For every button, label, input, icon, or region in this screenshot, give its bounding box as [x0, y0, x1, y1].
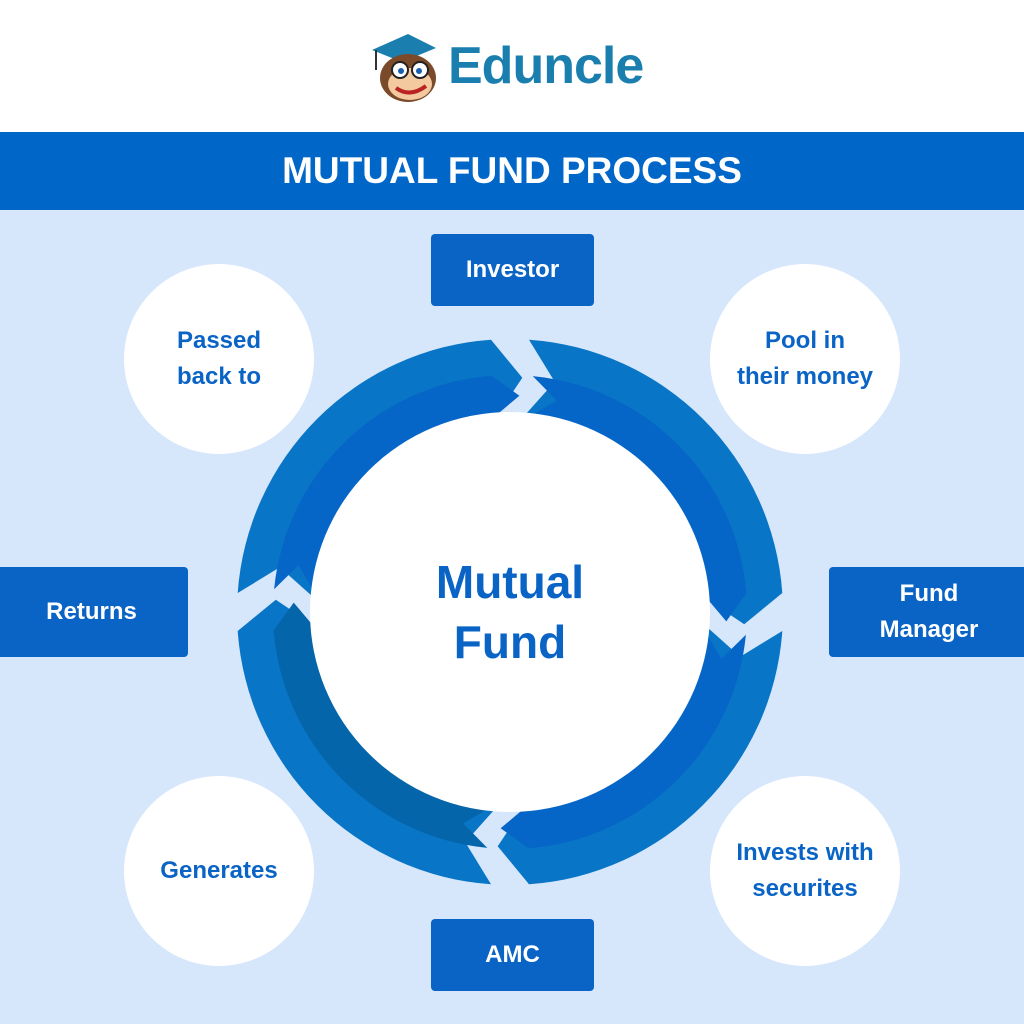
center-label-line1: Mutual — [435, 556, 585, 608]
arrow-bottom-left-inner — [273, 602, 492, 848]
box-investor-label: Investor — [465, 256, 560, 283]
bubble-pool-line1: Pool in — [765, 327, 845, 354]
box-amc-label: AMC — [485, 941, 540, 968]
box-returns-label: Returns — [46, 598, 137, 625]
logo-text: Eduncle — [448, 37, 644, 95]
box-returns: Returns — [0, 567, 188, 657]
box-amc: AMC — [431, 919, 594, 991]
bubble-passed-line1: Passed — [176, 327, 262, 354]
bubble-passed-line2: back to — [176, 363, 262, 390]
box-fund-manager-line2: Manager — [879, 616, 979, 643]
bubble-invests: Invests with securites — [710, 776, 900, 966]
bubble-invests-line2: securites — [752, 875, 858, 902]
bubble-passed-back: Passed back to — [124, 264, 314, 454]
bubble-pool-line2: their money — [736, 363, 874, 390]
box-investor: Investor — [431, 234, 594, 306]
bubble-generates-label: Generates — [160, 857, 278, 884]
bubble-generates: Generates — [124, 776, 314, 966]
bubble-pool-money: Pool in their money — [710, 264, 900, 454]
page-title: MUTUAL FUND PROCESS — [0, 132, 1024, 210]
logo-area: Eduncle — [0, 0, 1024, 132]
mascot-icon — [372, 34, 436, 102]
center-label-line2: Fund — [453, 616, 567, 668]
arrow-bottom-right-inner — [500, 630, 746, 849]
box-fund-manager-line1: Fund — [899, 580, 959, 607]
bubble-invests-line1: Invests with — [736, 839, 874, 866]
eduncle-logo: Eduncle — [368, 28, 644, 104]
arrow-top-left-inner — [274, 375, 520, 594]
arrow-top-right-inner — [528, 376, 747, 622]
